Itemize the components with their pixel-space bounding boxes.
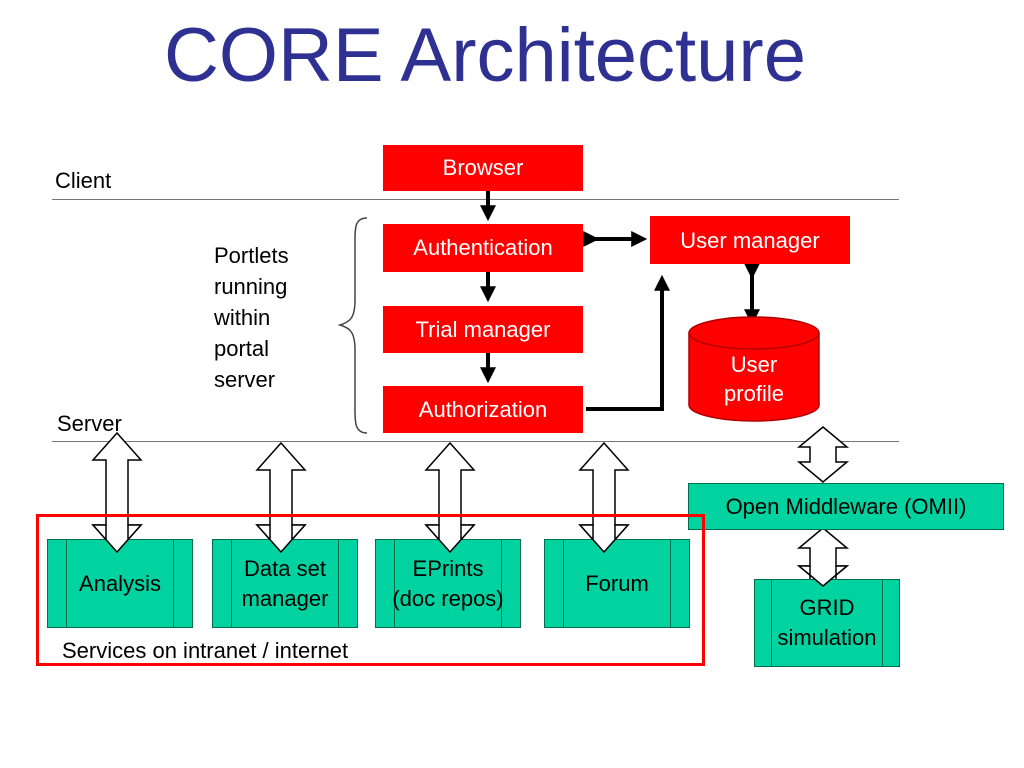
dataset-manager-service: Data set manager	[212, 539, 358, 628]
user-profile-label: User profile	[689, 347, 819, 411]
grid-line: GRID	[799, 595, 855, 620]
forum-label: Forum	[585, 570, 649, 596]
forum-service: Forum	[544, 539, 690, 628]
dataset-line: manager	[241, 585, 329, 611]
user-manager-box: User manager	[650, 216, 850, 264]
portlets-note: Portlets running within portal server	[214, 240, 289, 395]
portlets-note-line: portal	[214, 336, 270, 361]
services-caption: Services on intranet / internet	[62, 638, 349, 663]
browser-box: Browser	[383, 145, 583, 191]
authentication-box: Authentication	[383, 224, 583, 272]
forum-inner-frame	[563, 540, 671, 627]
trial-manager-box: Trial manager	[383, 306, 583, 353]
portlets-note-line: Portlets	[214, 243, 289, 268]
user-profile-line: User	[730, 352, 778, 377]
slide-title: CORE Architecture	[164, 13, 806, 98]
client-divider	[52, 199, 899, 200]
grid-inner-frame	[771, 580, 883, 666]
analysis-label: Analysis	[79, 570, 161, 596]
dataset-inner-frame	[231, 540, 339, 627]
client-zone-label: Client	[55, 168, 112, 193]
portlets-note-line: server	[214, 367, 276, 392]
hollow-arrow-head-analysis	[91, 524, 143, 554]
arrow-authz-usermgr	[586, 274, 670, 411]
hollow-arrow-head-forum	[578, 524, 630, 554]
analysis-service: Analysis	[47, 539, 193, 628]
eprints-line: EPrints	[412, 555, 484, 581]
omii-box: Open Middleware (OMII)	[688, 483, 1004, 530]
eprints-service: EPrints (doc repos)	[375, 539, 521, 628]
hollow-arrow-head-grid	[796, 565, 850, 587]
eprints-inner-frame	[394, 540, 502, 627]
user-profile-cylinder	[688, 316, 820, 422]
server-divider	[52, 441, 899, 442]
server-zone-label: Server	[57, 411, 122, 436]
hollow-arrow-head-eprints	[424, 524, 476, 554]
portlets-brace	[337, 217, 368, 434]
portlets-note-line: running	[214, 274, 288, 299]
authorization-box: Authorization	[383, 386, 583, 433]
dataset-line: Data set	[244, 555, 326, 581]
portlets-note-line: within	[214, 305, 271, 330]
services-frame	[36, 514, 705, 666]
analysis-inner-frame	[66, 540, 174, 627]
user-profile-line: profile	[724, 381, 784, 406]
grid-line: simulation	[777, 625, 877, 650]
eprints-line: (doc repos)	[392, 585, 504, 611]
hollow-arrow-profile-omii	[796, 426, 850, 483]
grid-simulation-box: GRID simulation	[754, 579, 900, 667]
hollow-arrow-head-dataset	[255, 524, 307, 554]
